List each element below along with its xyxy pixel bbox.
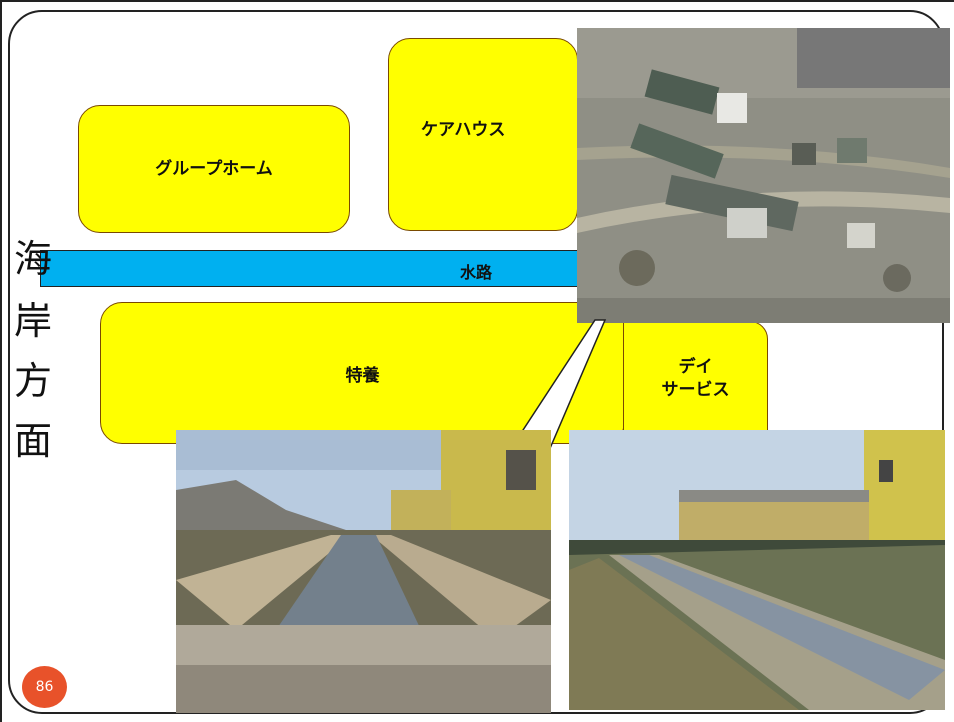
care-house-label: ケアハウス: [421, 120, 506, 140]
slide-frame: [8, 10, 944, 714]
channel-photo-right: [569, 430, 945, 710]
group-home-box: グループホーム: [78, 105, 350, 233]
coast-direction-char-4: 面: [14, 419, 53, 463]
water-channel-label: 水路: [460, 263, 493, 282]
coast-direction-char-1: 海: [14, 237, 53, 281]
channel-photo-left: [176, 430, 551, 713]
care-house-box: ケアハウス: [388, 38, 578, 231]
page-number-badge: 86: [22, 666, 67, 708]
aerial-photo: [577, 28, 950, 323]
day-service-label-2: サービス: [661, 379, 730, 400]
page-number: 86: [35, 679, 54, 695]
slide-left-border: [0, 0, 2, 722]
coast-direction-char-3: 方: [14, 359, 53, 403]
special-nursing-label: 特養: [345, 366, 380, 386]
day-service-box: デイ サービス: [623, 321, 768, 436]
day-service-label-1: デイ: [678, 357, 713, 378]
water-channel: [40, 250, 595, 287]
slide-top-border: [0, 0, 954, 2]
group-home-label: グループホーム: [155, 158, 273, 179]
coast-direction-char-2: 岸: [14, 299, 53, 343]
